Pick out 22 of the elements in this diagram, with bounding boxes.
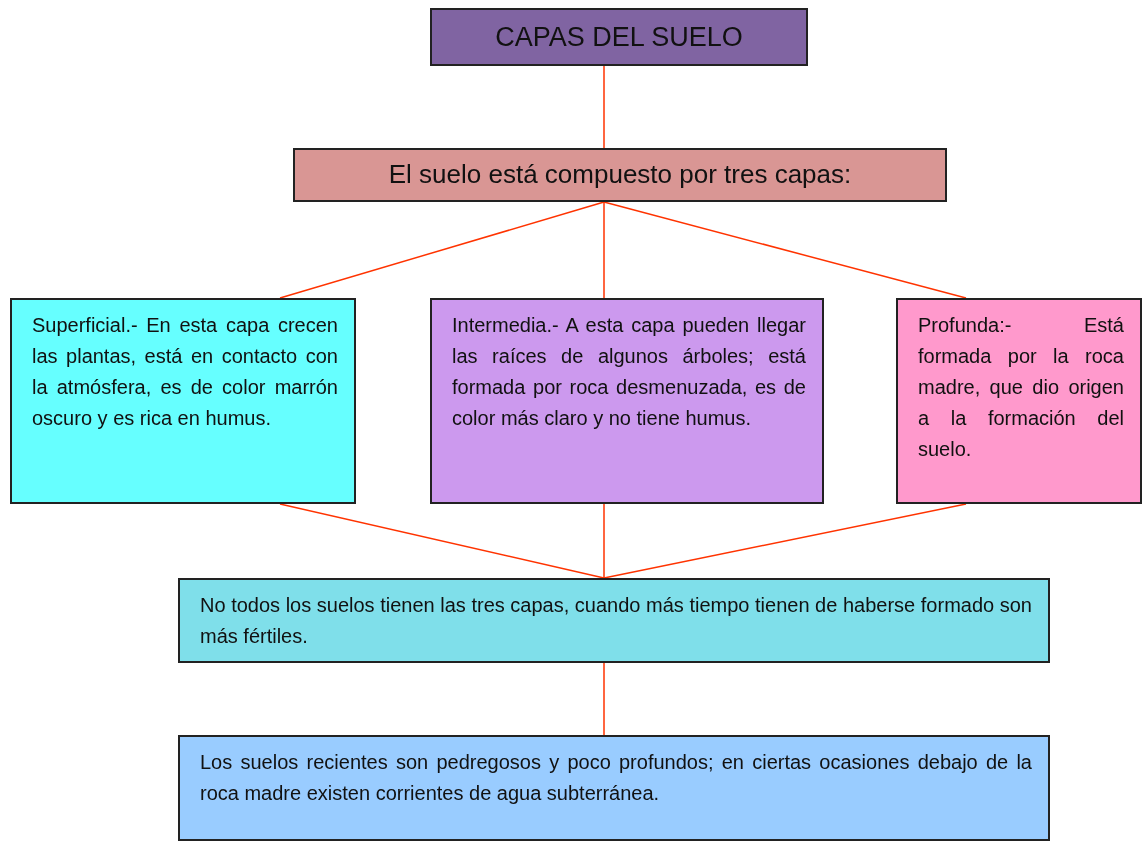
connector-line — [603, 503, 967, 579]
box-text: El suelo está compuesto por tres capas: — [387, 159, 853, 191]
connector-line — [279, 201, 605, 299]
box-text: Los suelos recientes son pedregosos y poco profundos; en ciertas ocasiones debajo de la roca madre existen corrientes de agua subterránea. — [200, 750, 1032, 806]
text-box — [896, 298, 1142, 504]
text-box — [293, 148, 947, 202]
text-box — [178, 578, 1050, 663]
text-box — [10, 298, 356, 504]
connector-line — [279, 503, 605, 579]
connector-line — [603, 662, 605, 736]
box-text: Intermedia.- A esta capa pueden llegar las raíces de algunos árboles; está formada por roca desmenuzada, es de color más claro y no tiene humus. — [452, 313, 806, 431]
box-text: Profunda:- Está formada por la roca madre, que dio origen a la formación del suelo. — [918, 313, 1124, 462]
text-box — [178, 735, 1050, 841]
box-text: No todos los suelos tienen las tres capas, cuando más tiempo tienen de haberse formado son más fértiles. — [200, 593, 1032, 649]
connector-line — [603, 503, 605, 579]
text-box — [430, 8, 808, 66]
connector-line — [603, 201, 967, 299]
box-text: Superficial.- En esta capa crecen las plantas, está en contacto con la atmósfera, es de color marrón oscuro y es rica en humus. — [32, 313, 338, 431]
box-text: CAPAS DEL SUELO — [494, 20, 744, 54]
connector-line — [603, 65, 605, 149]
connector-line — [603, 201, 605, 299]
text-box — [430, 298, 824, 504]
